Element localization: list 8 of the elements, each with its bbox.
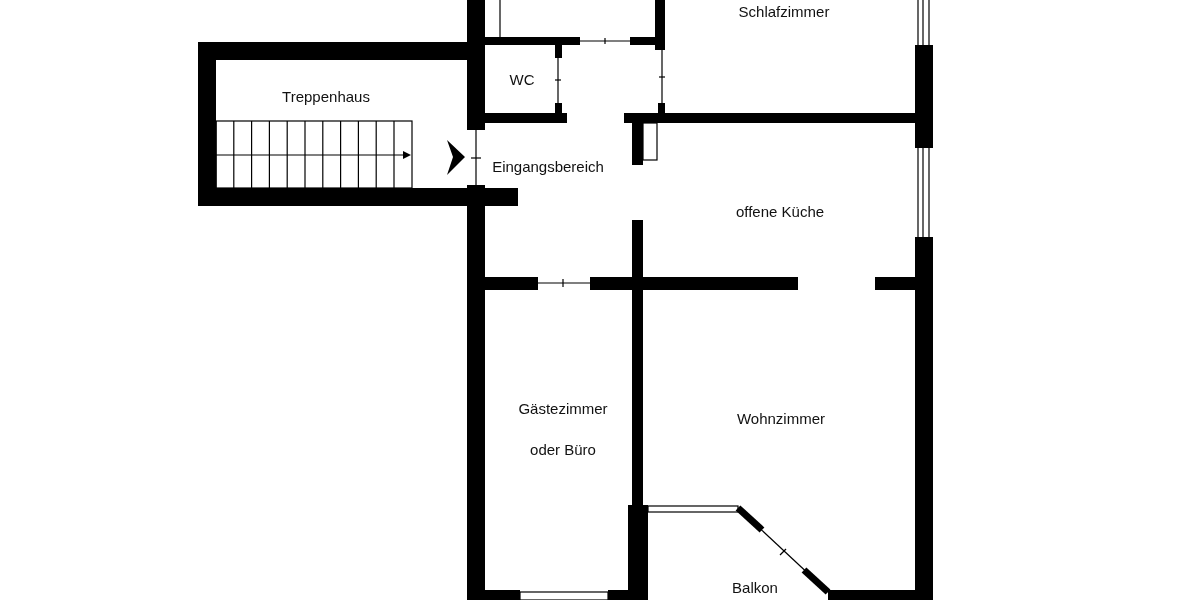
room-label: Eingangsbereich <box>492 156 604 177</box>
room-label: Gästezimmer oder Büro <box>518 399 608 460</box>
room-label: Treppenhaus <box>282 86 370 107</box>
room-label: offene Küche <box>735 201 825 222</box>
room-label: Schlafzimmer <box>738 1 830 22</box>
room-label: WC <box>509 69 535 90</box>
room-label: Wohnzimmer <box>736 408 826 429</box>
room-label: Balkon <box>732 577 778 598</box>
